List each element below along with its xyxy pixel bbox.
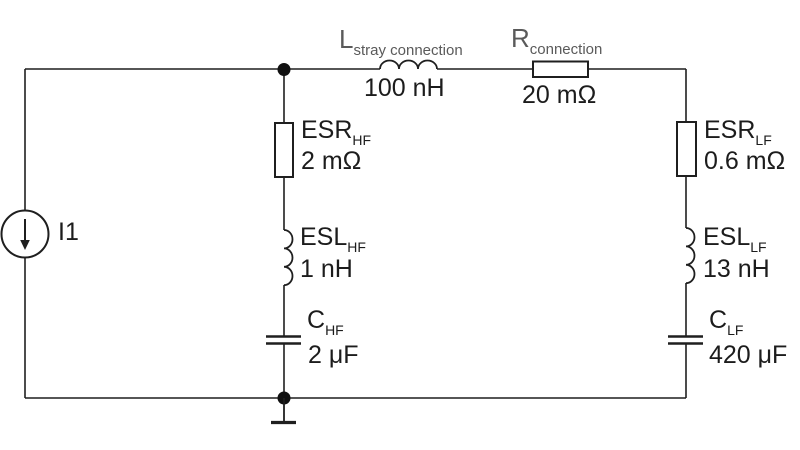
capacitor-c-hf-symbol (266, 335, 301, 345)
value-esl-hf: 1 nH (300, 255, 353, 283)
capacitor-c-lf-symbol (668, 335, 703, 345)
esr-lf-subscript: LF (755, 132, 772, 148)
resistor-r-connection-symbol (532, 60, 589, 78)
resistor-esr-hf-symbol (274, 122, 294, 178)
label-esr-hf: ESRHF (301, 116, 372, 148)
label-esl-lf: ESLLF (703, 223, 767, 255)
label-l-stray: Lstray connection (339, 26, 463, 58)
esl-hf-subscript: HF (347, 239, 366, 255)
r-connection-subscript: connection (529, 41, 603, 58)
esr-hf-subscript: HF (352, 132, 372, 148)
r-connection-symbol-letter: R (511, 23, 530, 53)
resistor-esr-lf-symbol (676, 121, 697, 177)
c-lf-subscript: LF (727, 322, 744, 338)
value-c-lf: 420 μF (709, 341, 788, 369)
esl-lf-subscript: LF (750, 239, 767, 255)
label-esr-lf: ESRLF (704, 116, 772, 148)
label-c-lf: CLF (709, 306, 744, 338)
inductor-l-stray-symbol (379, 59, 438, 70)
junction-dot-top (277, 63, 291, 76)
value-c-hf: 2 μF (308, 341, 359, 369)
value-l-stray: 100 nH (364, 74, 445, 102)
c-hf-subscript: HF (325, 322, 344, 338)
label-current-source: I1 (58, 220, 79, 245)
current-source-name: I1 (58, 218, 79, 246)
value-esr-lf: 0.6 mΩ (704, 147, 786, 175)
inductor-esl-hf-symbol (283, 229, 294, 287)
current-source-symbol (0, 209, 50, 259)
l-stray-subscript: stray connection (353, 42, 463, 59)
label-r-connection: Rconnection (511, 25, 602, 57)
inductor-esl-lf-symbol (685, 227, 696, 285)
ground-symbol (271, 398, 296, 425)
label-c-hf: CHF (307, 306, 344, 338)
label-esl-hf: ESLHF (300, 223, 366, 255)
l-stray-symbol-letter: L (339, 24, 354, 54)
value-esl-lf: 13 nH (703, 255, 770, 283)
value-r-connection: 20 mΩ (522, 81, 597, 109)
value-esr-hf: 2 mΩ (301, 147, 362, 175)
